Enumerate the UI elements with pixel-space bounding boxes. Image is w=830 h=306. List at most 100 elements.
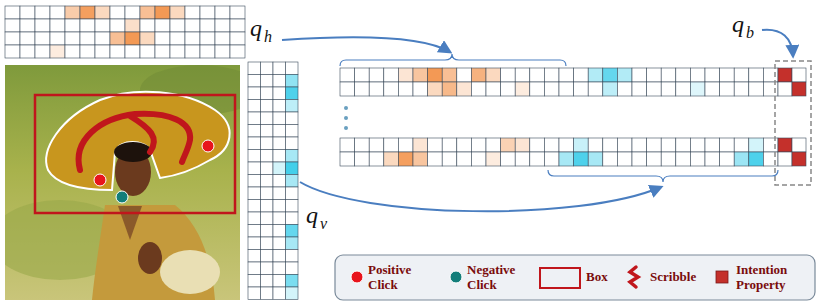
grid-cell bbox=[647, 82, 662, 96]
grid-cell bbox=[65, 6, 80, 19]
grid-cell bbox=[248, 137, 261, 150]
scribble-annotation bbox=[79, 114, 191, 170]
grid-cell bbox=[617, 82, 632, 96]
grid-cell bbox=[273, 100, 286, 113]
grid-cell bbox=[248, 187, 261, 200]
grid-cell bbox=[647, 152, 662, 166]
grid-cell bbox=[720, 138, 735, 152]
legend-text: Intention Property bbox=[736, 263, 808, 292]
grid-cell bbox=[471, 152, 486, 166]
grid-cell bbox=[215, 6, 230, 19]
grid-cell bbox=[428, 82, 443, 96]
grid-cell bbox=[705, 138, 720, 152]
grid-cell bbox=[261, 100, 274, 113]
grid-cell bbox=[248, 75, 261, 88]
grid-cell bbox=[50, 32, 65, 45]
grid-cell bbox=[125, 45, 140, 58]
grid-cell bbox=[457, 82, 472, 96]
grid-cell bbox=[248, 100, 261, 113]
bracket bbox=[340, 54, 566, 66]
grid-cell bbox=[428, 152, 443, 166]
grid-cell bbox=[340, 82, 355, 96]
grid-cell bbox=[501, 152, 516, 166]
grid-cell bbox=[248, 237, 261, 250]
grid-cell bbox=[398, 68, 413, 82]
grid-cell bbox=[398, 152, 413, 166]
grid-cell bbox=[676, 82, 691, 96]
grid-cell bbox=[65, 32, 80, 45]
grid-cell bbox=[140, 6, 155, 19]
grid-cell bbox=[248, 275, 261, 288]
grid-cell bbox=[261, 250, 274, 263]
grid-cell bbox=[155, 45, 170, 58]
grid-cell bbox=[286, 112, 299, 125]
grid-cell bbox=[273, 150, 286, 163]
symbol-label: q bbox=[306, 203, 318, 227]
grid-cell bbox=[20, 32, 35, 45]
grid-cell bbox=[261, 162, 274, 175]
grid-cell bbox=[261, 187, 274, 200]
grid-cell bbox=[170, 19, 185, 32]
legend-text: Scribble bbox=[650, 270, 712, 284]
grid-cell bbox=[273, 187, 286, 200]
grid-cell bbox=[95, 19, 110, 32]
grid-cell bbox=[442, 82, 457, 96]
grid-cell bbox=[574, 68, 589, 82]
grid-cell bbox=[661, 138, 676, 152]
dashed-frame bbox=[775, 61, 811, 185]
grid-cell bbox=[5, 6, 20, 19]
grid-cell bbox=[286, 200, 299, 213]
symbol-label: q bbox=[732, 12, 744, 36]
grid-cell bbox=[705, 152, 720, 166]
legend-swatch bbox=[716, 271, 728, 283]
grid-cell bbox=[261, 212, 274, 225]
grid-cell bbox=[286, 262, 299, 275]
grid-cell bbox=[574, 82, 589, 96]
grid-cell bbox=[273, 112, 286, 125]
grid-cell bbox=[230, 19, 245, 32]
grid-cell bbox=[95, 6, 110, 19]
grid-cell bbox=[384, 68, 399, 82]
grid-cell bbox=[457, 152, 472, 166]
grid-cell bbox=[690, 152, 705, 166]
grid-cell bbox=[369, 152, 384, 166]
grid-cell bbox=[286, 237, 299, 250]
legend-swatch bbox=[450, 271, 462, 283]
grid-cell bbox=[442, 68, 457, 82]
grid-cell bbox=[286, 162, 299, 175]
grid-cell bbox=[734, 68, 749, 82]
grid-cell bbox=[792, 138, 806, 152]
grid-cell bbox=[248, 87, 261, 100]
grid-cell bbox=[690, 68, 705, 82]
grid-cell bbox=[110, 45, 125, 58]
grid-cell bbox=[261, 287, 274, 300]
grid-cell bbox=[20, 6, 35, 19]
grid-cell bbox=[110, 32, 125, 45]
grid-cell bbox=[355, 152, 370, 166]
grid-cell bbox=[340, 152, 355, 166]
grid-cell bbox=[588, 138, 603, 152]
grid-cell bbox=[261, 237, 274, 250]
grid-cell bbox=[515, 138, 530, 152]
grid-cell bbox=[261, 275, 274, 288]
grid-cell bbox=[50, 19, 65, 32]
grid-cell bbox=[763, 138, 778, 152]
symbol-subscript: h bbox=[264, 29, 272, 45]
grid-cell bbox=[705, 82, 720, 96]
grid-cell bbox=[530, 68, 545, 82]
grid-cell bbox=[273, 175, 286, 188]
grid-cell bbox=[792, 68, 806, 82]
grid-cell bbox=[720, 68, 735, 82]
grid-cell bbox=[661, 82, 676, 96]
grid-cell bbox=[248, 112, 261, 125]
grid-cell bbox=[35, 45, 50, 58]
grid-cell bbox=[155, 19, 170, 32]
grid-cell bbox=[215, 32, 230, 45]
grid-cell bbox=[340, 138, 355, 152]
grid-cell bbox=[544, 82, 559, 96]
grid-cell bbox=[155, 32, 170, 45]
grid-cell bbox=[261, 62, 274, 75]
grid-cell bbox=[501, 68, 516, 82]
grid-cell bbox=[200, 45, 215, 58]
grid-cell bbox=[35, 6, 50, 19]
